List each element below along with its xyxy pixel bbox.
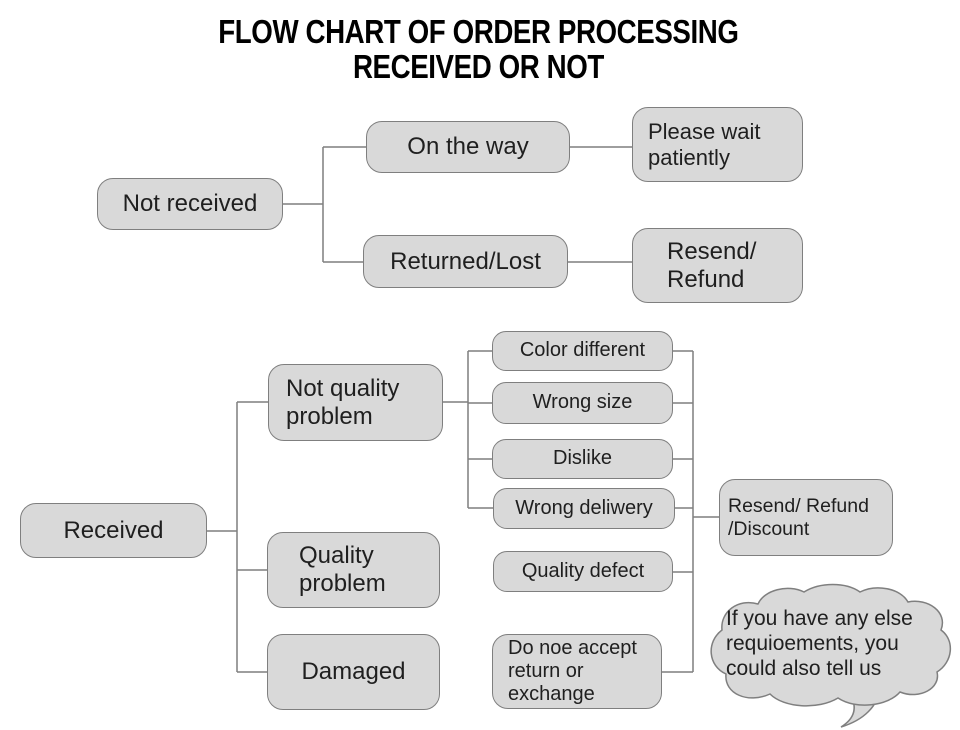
node-do-noe-accept: Do noe accept return or exchange xyxy=(492,634,662,709)
node-resend-refund: Resend/ Refund xyxy=(632,228,803,303)
speech-bubble-text: If you have any else requioements, you c… xyxy=(726,607,913,681)
node-color-different: Color different xyxy=(492,331,673,371)
node-quality-problem: Quality problem xyxy=(267,532,440,608)
speech-bubble-shape xyxy=(710,583,951,728)
node-resend-refund-discount: Resend/ Refund /Discount xyxy=(719,479,893,556)
node-not-received: Not received xyxy=(97,178,283,230)
node-received: Received xyxy=(20,503,207,558)
node-dislike: Dislike xyxy=(492,439,673,479)
connector-top-flow xyxy=(283,146,632,263)
node-wrong-deliwery: Wrong deliwery xyxy=(493,488,675,529)
node-please-wait-patiently: Please wait patiently xyxy=(632,107,803,182)
page-title-line2: RECEIVED OR NOT xyxy=(352,48,604,86)
connector-received-tree xyxy=(207,350,493,673)
node-not-quality-problem: Not quality problem xyxy=(268,364,443,441)
node-damaged: Damaged xyxy=(267,634,440,710)
page-title: FLOW CHART OF ORDER PROCESSING RECEIVED … xyxy=(75,14,881,85)
node-wrong-size: Wrong size xyxy=(492,382,673,424)
speech-bubble-body xyxy=(710,583,951,707)
page-title-line1: FLOW CHART OF ORDER PROCESSING xyxy=(218,13,739,50)
node-quality-defect: Quality defect xyxy=(493,551,673,592)
connector-right-collector xyxy=(662,350,719,673)
node-returned-lost: Returned/Lost xyxy=(363,235,568,288)
node-on-the-way: On the way xyxy=(366,121,570,173)
